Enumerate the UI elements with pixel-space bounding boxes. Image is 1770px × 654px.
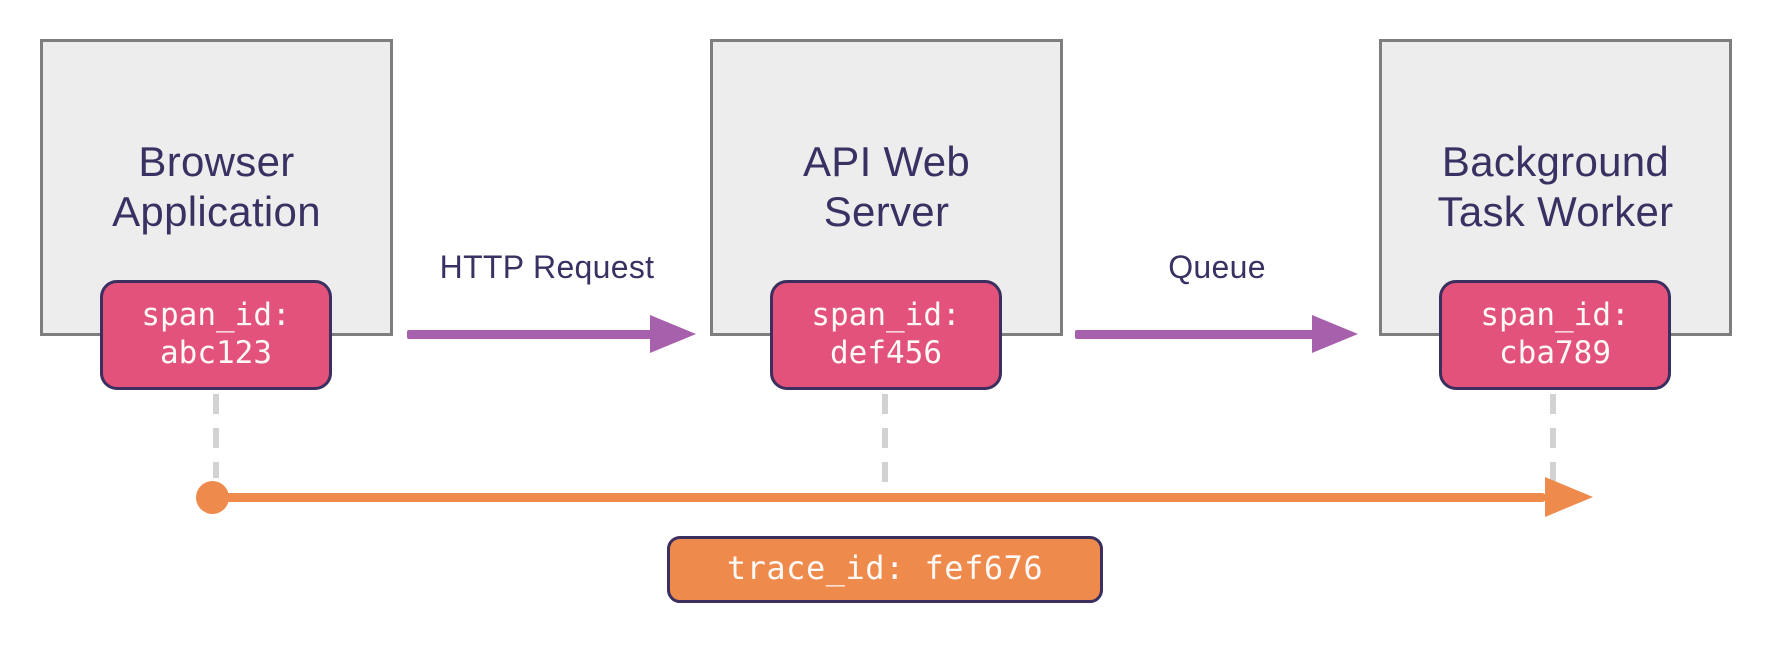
trace-id-badge: trace_id: fef676 <box>667 536 1103 603</box>
node-label-line: Background <box>1441 138 1670 185</box>
node-label-line: Application <box>112 188 321 235</box>
arrowhead-icon <box>650 315 696 353</box>
trace-timeline-arrow <box>212 493 1546 502</box>
dashed-connector <box>213 394 219 478</box>
span-badge-key: span_id: <box>141 297 291 333</box>
queue-arrow <box>1075 330 1314 339</box>
span-badge-value: abc123 <box>160 335 272 371</box>
span-badge-value: def456 <box>830 335 942 371</box>
span-badge-value: cba789 <box>1499 335 1611 371</box>
node-label-line: Browser <box>138 138 295 185</box>
node-label: Browser Application <box>43 137 390 237</box>
http-request-arrow <box>407 330 652 339</box>
span-badge-browser: span_id: abc123 <box>100 280 332 390</box>
node-label-line: API Web <box>802 138 971 185</box>
node-label: Background Task Worker <box>1382 137 1729 237</box>
span-badge-worker: span_id: cba789 <box>1439 280 1671 390</box>
node-label-line: Server <box>823 188 950 235</box>
node-label: API Web Server <box>713 137 1060 237</box>
span-badge-key: span_id: <box>1480 297 1630 333</box>
span-badge-key: span_id: <box>811 297 961 333</box>
queue-label: Queue <box>1168 249 1266 285</box>
arrowhead-icon <box>1312 315 1358 353</box>
node-label-line: Task Worker <box>1437 188 1674 235</box>
span-badge-api: span_id: def456 <box>770 280 1002 390</box>
http-request-label: HTTP Request <box>439 249 655 285</box>
arrowhead-icon <box>1545 477 1593 517</box>
dashed-connector <box>1550 394 1556 484</box>
dashed-connector <box>882 394 888 494</box>
